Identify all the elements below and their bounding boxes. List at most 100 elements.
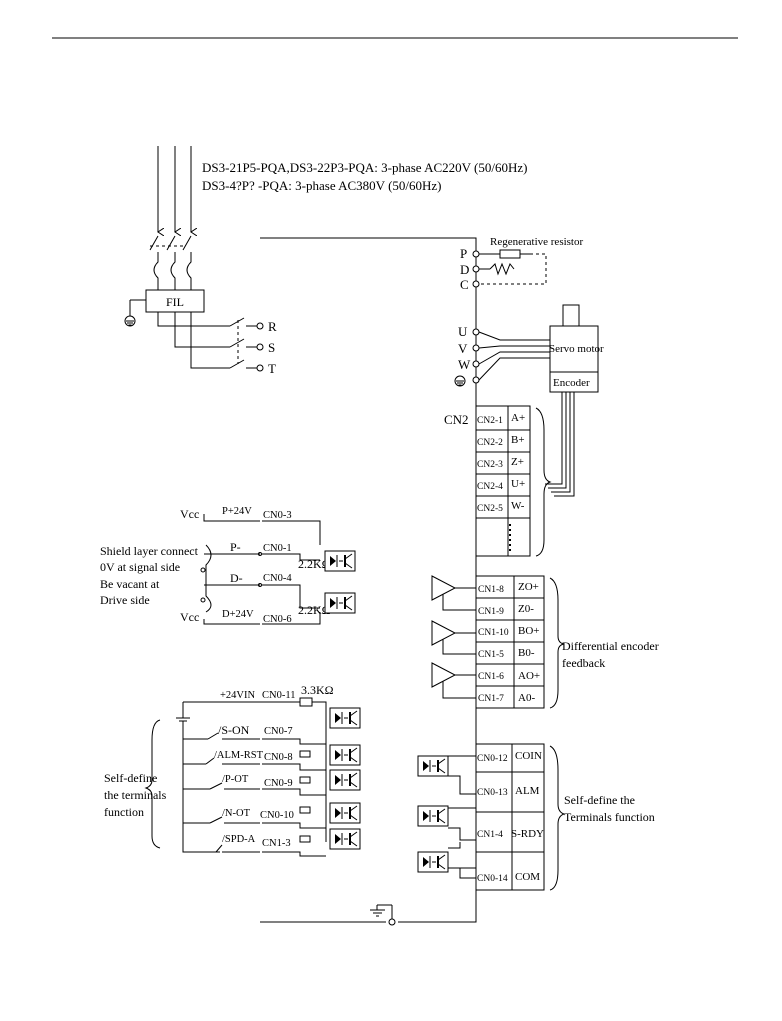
terminal-s-label: S [268,340,275,355]
terminal-t-label: T [268,361,276,376]
din-pin-2: CN0-8 [264,752,293,763]
regen-label: Regenerative resistor [490,236,583,248]
motor-shaft [562,304,580,327]
dout-pin-3: CN1-4 [477,830,503,840]
enc-pin-6: CN1-7 [478,694,504,704]
cn2-title: CN2 [444,412,469,427]
cn2-signal-3: Z+ [511,456,524,468]
din-opto-5-icon [329,828,361,850]
cn1-encoder-connector [475,575,565,709]
motor-ground-icon [454,375,466,387]
enc-pin-3: CN1-10 [478,628,509,638]
digital-output-wiring [448,755,476,879]
dout-pin-1: CN0-12 [477,754,508,764]
pulse-pin-3: CN0-4 [263,573,292,584]
dout-opto-3-icon [417,851,449,873]
dout-label-1: Self-define the [564,793,635,807]
motor-terminal-u: U [458,324,468,339]
digital-input-wiring [144,697,327,857]
pulse-signal-2: P- [230,540,241,554]
pulse-opto-1-icon [324,550,356,572]
din-label-1: Self-define [104,771,157,785]
cn2-pin-5: CN2-5 [477,504,503,514]
pulse-pin-2: CN0-1 [263,543,292,554]
din-supply-pin: CN0-11 [262,690,295,701]
encoder-feedback-label-1: Differential encoder [562,639,659,653]
encoder-label: Encoder [553,377,590,389]
cn2-pin-1: CN2-1 [477,416,503,426]
filter-ground-icon [124,299,146,327]
pulse-input-wiring [200,514,321,625]
shield-note-1: Shield layer connect [100,544,199,558]
power-wiring [157,312,260,369]
enc-signal-1: ZO+ [518,581,539,593]
vcc-label-2: Vcc [180,610,199,624]
motor-terminal-w: W [458,357,471,372]
servo-motor-box [549,325,599,373]
cn2-pin-2: CN2-2 [477,438,503,448]
pulse-pin-4: CN0-6 [263,614,292,625]
enc-signal-4: B0- [518,647,535,659]
motor-terminal-v: V [458,341,468,356]
enc-pin-1: CN1-8 [478,585,504,595]
terminal-r-label: R [268,319,277,334]
pulse-signal-4: D+24V [222,609,254,620]
din-name-1: /S-ON [218,723,250,737]
pulse-opto-2-icon [324,592,356,614]
din-name-3: /P-OT [222,774,249,785]
cn2-signal-1: A+ [511,412,525,424]
cn2-signal-2: B+ [511,434,525,446]
dout-signal-4: COM [515,871,540,883]
dout-label-2: Terminals function [564,810,655,824]
dout-opto-1-icon [417,755,449,777]
regen-terminal-d: D [460,262,469,277]
din-opto-4-icon [329,802,361,824]
din-opto-2-icon [329,744,361,766]
filter-label: FIL [166,295,184,309]
din-label-3: function [104,805,144,819]
encoder-cable [545,392,575,497]
cn2-connector [475,405,552,557]
din-opto-3-icon [329,769,361,791]
cn2-signal-5: W- [511,500,525,512]
enc-signal-2: Z0- [518,603,534,615]
pulse-resistor-2: 2.2KΩ [298,603,331,617]
enc-signal-5: AO+ [518,670,540,682]
regen-terminal-p: P [460,246,467,261]
pulse-signal-3: D- [230,571,243,585]
enc-pin-2: CN1-9 [478,607,504,617]
three-phase-input [149,146,191,290]
regen-resistor-icon [479,249,547,285]
enc-pin-4: CN1-5 [478,650,504,660]
pulse-signal-1: P+24V [222,506,252,517]
drive-ground-icon [370,904,396,926]
din-name-5: /SPD-A [222,834,256,845]
terminal-r [256,322,264,330]
differential-driver-icon [431,575,476,699]
dout-pin-2: CN0-13 [477,788,508,798]
vcc-label-1: Vcc [180,507,199,521]
terminal-t [256,364,264,372]
dout-signal-2: ALM [515,785,540,797]
dout-signal-1: COIN [515,750,542,762]
din-supply-label: +24VIN [220,690,256,701]
enc-signal-3: BO+ [518,625,539,637]
enc-pin-5: CN1-6 [478,672,504,682]
pulse-pin-1: CN0-3 [263,510,292,521]
din-pin-1: CN0-7 [264,726,293,737]
dout-signal-3: S-RDY [511,828,544,840]
motor-cable [478,331,550,381]
din-label-2: the terminals [104,788,167,802]
din-pin-5: CN1-3 [262,838,291,849]
dout-opto-2-icon [417,805,449,827]
din-pin-3: CN0-9 [264,778,293,789]
cn0-output-connector [475,743,566,891]
din-opto-1-icon [329,707,361,729]
shield-note-4: Drive side [100,593,150,607]
din-resistor-label: 3.3KΩ [301,683,334,697]
cn2-pin-4: CN2-4 [477,482,503,492]
enc-signal-6: A0- [518,692,535,704]
cn2-signal-4: U+ [511,478,525,490]
encoder-feedback-label-2: feedback [562,656,605,670]
